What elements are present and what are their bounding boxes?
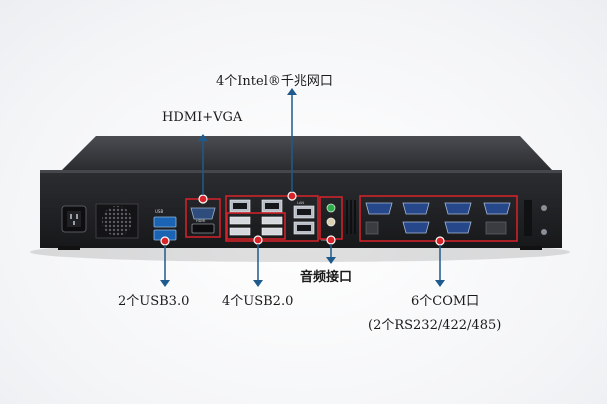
foot-left bbox=[58, 246, 80, 250]
chassis-top bbox=[62, 136, 552, 170]
foot-right bbox=[520, 246, 542, 250]
svg-text:HDMI: HDMI bbox=[196, 219, 205, 223]
side-vent bbox=[524, 200, 532, 236]
audio-jack-green bbox=[326, 203, 336, 213]
com-port-1 bbox=[365, 202, 393, 215]
svg-text:USB: USB bbox=[155, 209, 163, 214]
usb3-port-top bbox=[153, 216, 177, 228]
usb2-port-1 bbox=[229, 216, 251, 225]
label-hdmi-vga: HDMI+VGA bbox=[162, 110, 243, 125]
label-audio: 音频接口 bbox=[300, 270, 353, 285]
usb2-port-2 bbox=[229, 227, 251, 236]
pointer-com bbox=[435, 236, 445, 287]
svg-text:LAN: LAN bbox=[297, 201, 304, 205]
lan-highlight-box bbox=[225, 195, 319, 242]
pointer-video bbox=[198, 134, 208, 204]
blank-cover-right bbox=[485, 221, 507, 235]
usb2-port-3 bbox=[261, 216, 283, 225]
com-port-5 bbox=[402, 221, 430, 234]
usb3-stack: USB bbox=[153, 209, 177, 241]
com-port-2 bbox=[402, 202, 430, 215]
video-ports: HDMI bbox=[190, 207, 216, 234]
audio-jack-light bbox=[326, 217, 336, 227]
pointer-audio bbox=[326, 235, 336, 264]
label-usb2: 4个USB2.0 bbox=[222, 294, 294, 309]
power-inlet bbox=[61, 205, 87, 233]
lan-usb2-block: LAN bbox=[229, 199, 315, 236]
com-port-3 bbox=[444, 202, 472, 215]
pointer-usb3 bbox=[160, 236, 170, 287]
pointer-usb2 bbox=[253, 235, 263, 287]
vent-slots bbox=[346, 200, 356, 234]
com-port-6 bbox=[444, 221, 472, 234]
screw-bottom bbox=[541, 229, 547, 235]
usb2-port-4 bbox=[261, 227, 283, 236]
com-ports bbox=[365, 202, 511, 235]
fan-grille bbox=[95, 203, 139, 239]
screw-top bbox=[541, 205, 547, 211]
label-usb3: 2个USB3.0 bbox=[118, 294, 190, 309]
vga-port bbox=[190, 207, 216, 220]
blank-cover-left bbox=[365, 221, 379, 235]
com-port-4 bbox=[483, 202, 511, 215]
chassis-edge bbox=[40, 170, 562, 173]
label-lan-ports: 4个Intel®千兆网口 bbox=[216, 74, 333, 89]
label-com-detail: (2个RS232/422/485) bbox=[368, 318, 502, 333]
pointer-lan bbox=[287, 88, 297, 201]
hdmi-port bbox=[191, 223, 215, 234]
label-com-title: 6个COM口 bbox=[411, 294, 480, 309]
